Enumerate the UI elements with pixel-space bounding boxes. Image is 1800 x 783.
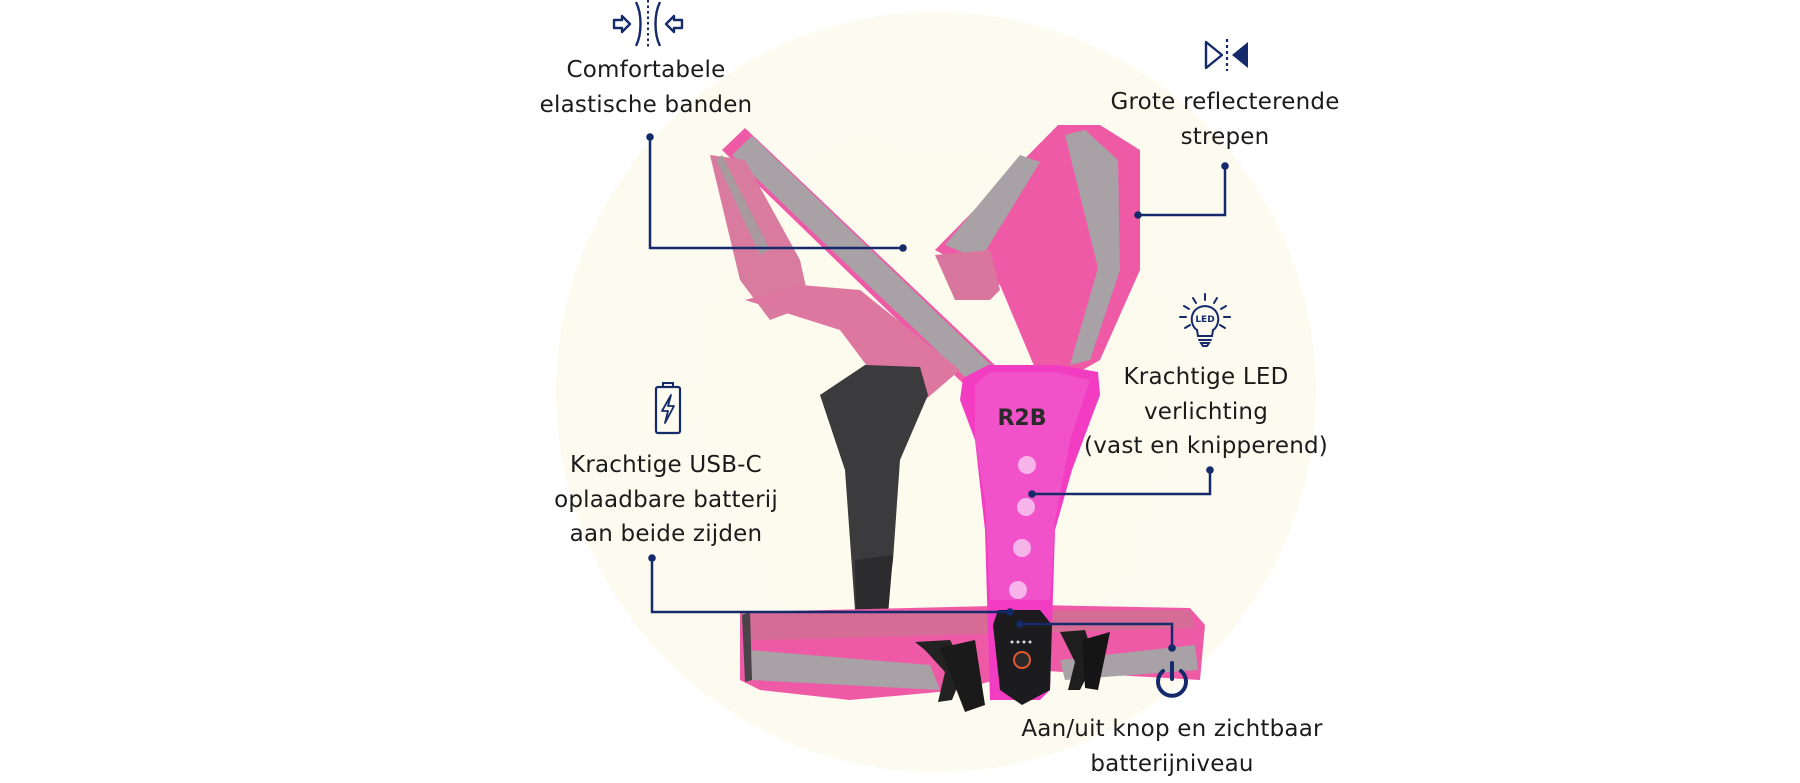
label-line: Grote reflecterende bbox=[1110, 89, 1340, 115]
feature-label-reflective-stripes: Grote reflecterende strepen bbox=[1110, 85, 1339, 154]
label-line: aan beide zijden bbox=[569, 521, 763, 547]
battery-charging-icon bbox=[653, 381, 683, 439]
label-line: oplaadbare batterij bbox=[554, 486, 778, 513]
brand-mark: R2B bbox=[997, 406, 1046, 431]
leader-power-button bbox=[1020, 622, 1174, 648]
leader-elastic-bands bbox=[648, 137, 903, 250]
feature-label-usb-c-battery: Krachtige USB-C oplaadbare batterij aan … bbox=[554, 448, 778, 552]
label-line: Krachtige USB-C bbox=[570, 452, 762, 478]
label-line: Krachtige LED bbox=[1123, 364, 1289, 390]
led-front-panel: R2B bbox=[960, 365, 1100, 705]
leader-reflective-stripes bbox=[1138, 166, 1227, 217]
label-line: Aan/uit knop en zichtbaar bbox=[1021, 716, 1323, 742]
feature-label-led-lighting: Krachtige LED verlichting (vast en knipp… bbox=[1084, 360, 1328, 464]
feature-label-elastic-bands: Comfortabele elastische banden bbox=[540, 53, 753, 122]
label-line: Comfortabele bbox=[566, 57, 726, 83]
feature-label-power-button: Aan/uit knop en zichtbaar batterijniveau bbox=[1021, 712, 1322, 781]
label-line: batterijniveau bbox=[1090, 750, 1254, 777]
power-button-physical bbox=[1013, 651, 1031, 669]
led-icon-text: LED bbox=[1195, 315, 1214, 325]
reflection-mirror-icon bbox=[1202, 38, 1252, 76]
label-line: strepen bbox=[1180, 123, 1270, 150]
label-line: elastische banden bbox=[539, 91, 753, 118]
label-line: verlichting bbox=[1143, 398, 1269, 425]
label-line: (vast en knipperend) bbox=[1084, 433, 1328, 459]
waist-belt bbox=[740, 605, 1205, 712]
power-icon bbox=[1152, 659, 1192, 705]
right-shoulder-strap bbox=[935, 125, 1140, 380]
led-bulb-icon: LED bbox=[1177, 292, 1233, 352]
stretch-arrows-icon bbox=[610, 0, 686, 54]
leader-led-lighting bbox=[1032, 470, 1212, 496]
leader-usb-c-battery bbox=[650, 558, 1010, 614]
